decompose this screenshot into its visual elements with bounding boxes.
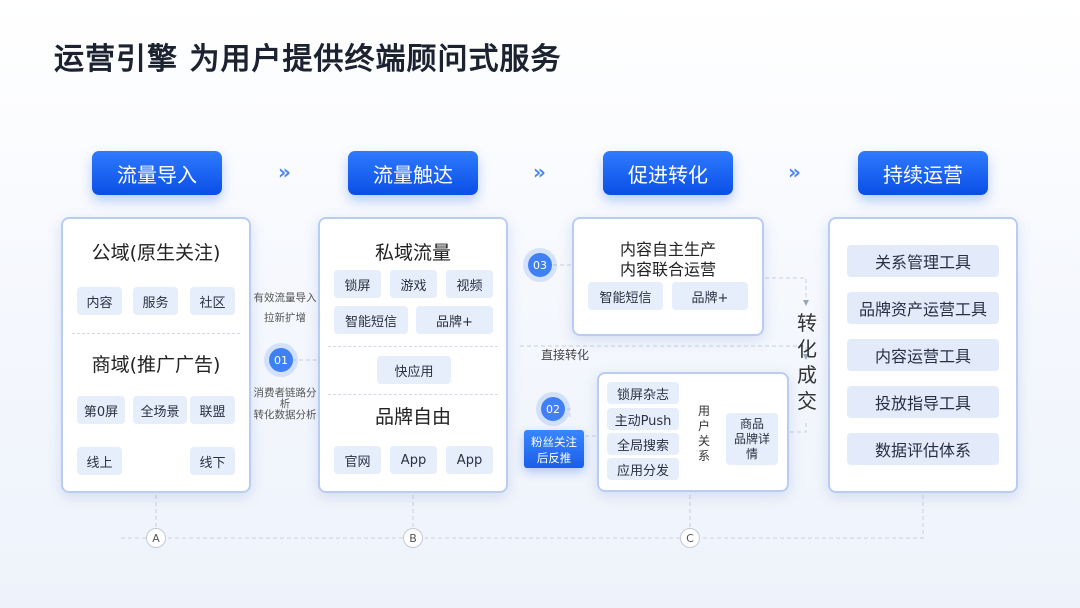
offline-chip: 线下: [190, 447, 235, 475]
step-01-badge: 01: [269, 348, 293, 372]
private-item-sms: 智能短信: [334, 306, 408, 334]
commerce-domain-title: 商域(推广广告): [91, 354, 221, 376]
commerce-item-alliance: 联盟: [190, 396, 235, 424]
consumer-path-label-2: 析: [279, 398, 291, 410]
quick-app-chip: 快应用: [377, 356, 451, 384]
public-domain-title: 公域(原生关注): [91, 242, 221, 264]
public-item-community: 社区: [190, 287, 235, 315]
acquisition-label: 拉新扩增: [264, 312, 306, 324]
step-02-badge: 02: [541, 397, 565, 421]
stage-traffic-reach: 流量触达: [348, 151, 478, 195]
double-chevron-icon: »: [278, 160, 291, 184]
marker-a: A: [146, 528, 166, 548]
page-title: 运营引擎 为用户提供终端顾问式服务: [54, 42, 562, 77]
brand-item-app: App: [390, 446, 437, 474]
tool-relationship-management: 关系管理工具: [847, 245, 999, 277]
private-item-lockscreen: 锁屏: [334, 270, 381, 298]
private-item-brand-plus: 品牌+: [416, 306, 493, 334]
fans-reverse-text: 后反推: [536, 451, 572, 465]
stage-continuous-operation: 持续运营: [858, 151, 988, 195]
online-chip: 线上: [77, 447, 122, 475]
fans-follow-text: 粉丝关注: [531, 435, 577, 449]
consumer-path-label: 消费者链路分: [253, 387, 317, 399]
channel-app-distribution: 应用分发: [607, 458, 679, 480]
content-operation-text: 内容联合运营: [619, 260, 716, 279]
product-brand-detail-chip: 商品 品牌详 情: [726, 413, 778, 465]
public-item-content: 内容: [77, 287, 122, 315]
conversion-deal-label: 转 化 成 交: [797, 311, 817, 413]
divider: [328, 346, 498, 347]
tool-brand-asset-operation: 品牌资产运营工具: [847, 292, 999, 324]
double-chevron-icon: »: [788, 160, 801, 184]
channel-global-search: 全局搜索: [607, 433, 679, 455]
step-03-badge: 03: [528, 253, 552, 277]
private-traffic-title: 私域流量: [374, 242, 451, 264]
direct-conversion-label: 直接转化: [540, 348, 589, 362]
divider: [328, 394, 498, 395]
commerce-item-all-scene: 全场景: [133, 396, 187, 424]
private-item-video: 视频: [446, 270, 493, 298]
stage-promote-conversion: 促进转化: [603, 151, 733, 195]
fans-follow-box: [524, 430, 584, 468]
tool-content-operation: 内容运营工具: [847, 339, 999, 371]
channel-active-push: 主动Push: [607, 408, 679, 430]
public-item-service: 服务: [133, 287, 178, 315]
brand-free-title: 品牌自由: [374, 406, 451, 428]
content-item-brand-plus: 品牌+: [672, 282, 748, 310]
tool-data-evaluation: 数据评估体系: [847, 433, 999, 465]
tool-delivery-guidance: 投放指导工具: [847, 386, 999, 418]
stage-traffic-import: 流量导入: [92, 151, 222, 195]
marker-b: B: [403, 528, 423, 548]
brand-item-app-2: App: [446, 446, 493, 474]
panel-content-production: [572, 217, 764, 336]
divider: [72, 333, 240, 334]
channel-lockscreen-magazine: 锁屏杂志: [607, 382, 679, 404]
private-item-game: 游戏: [390, 270, 437, 298]
content-item-sms: 智能短信: [588, 282, 663, 310]
conversion-data-label: 转化数据分析: [253, 409, 317, 421]
brand-item-website: 官网: [334, 446, 381, 474]
content-production-text: 内容自主生产: [619, 240, 716, 259]
double-chevron-icon: »: [533, 160, 546, 184]
user-relation-label: 用 户 关 系: [697, 404, 710, 463]
effective-traffic-label: 有效流量导入: [253, 292, 317, 304]
marker-c: C: [680, 528, 700, 548]
commerce-item-screen0: 第0屏: [77, 396, 125, 424]
